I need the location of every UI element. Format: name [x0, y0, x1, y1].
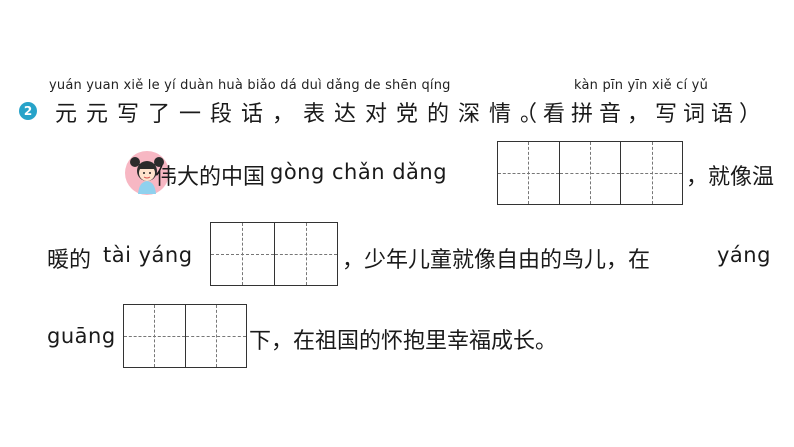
answer-box-taiyang[interactable] [210, 222, 338, 286]
answer-cell[interactable] [620, 142, 682, 204]
answer-box-gongchandang[interactable] [497, 141, 683, 205]
passage-line3-suffix: 下，在祖国的怀抱里幸福成长。 [249, 329, 558, 354]
passage-line1-suffix: ，就像温 [686, 165, 775, 190]
answer-cell[interactable] [211, 223, 274, 285]
answer-cell[interactable] [498, 142, 559, 204]
passage-line2-pinyin: tài yáng [103, 243, 193, 267]
passage-line2-pinyin-end: yáng [717, 243, 771, 267]
question-instruction-paren: （看拼音，写词语） [515, 102, 768, 127]
question-number: 2 [23, 104, 33, 118]
instruction-pinyin-paren: kàn pīn yīn xiě cí yǔ [574, 78, 709, 93]
instruction-pinyin: yuán yuan xiě le yí duàn huà biǎo dá duì… [49, 78, 451, 93]
answer-box-yangguang[interactable] [123, 304, 247, 368]
question-instruction: 元元写了一段话，表达对党的深情。 [55, 102, 552, 127]
answer-cell[interactable] [124, 305, 185, 367]
passage-line1-pinyin: gòng chǎn dǎng [270, 160, 448, 184]
passage-line2-prefix: 暖的 [47, 248, 92, 273]
answer-cell[interactable] [184, 305, 247, 367]
answer-cell[interactable] [273, 223, 338, 285]
girl-avatar-icon [124, 150, 170, 200]
passage-line2-suffix: ，少年儿童就像自由的鸟儿，在 [342, 248, 651, 273]
question-number-badge: 2 [19, 102, 37, 120]
passage-line1-prefix: 伟大的中国 [155, 165, 266, 190]
passage-line3-pinyin: guāng [47, 324, 116, 348]
answer-cell[interactable] [558, 142, 621, 204]
